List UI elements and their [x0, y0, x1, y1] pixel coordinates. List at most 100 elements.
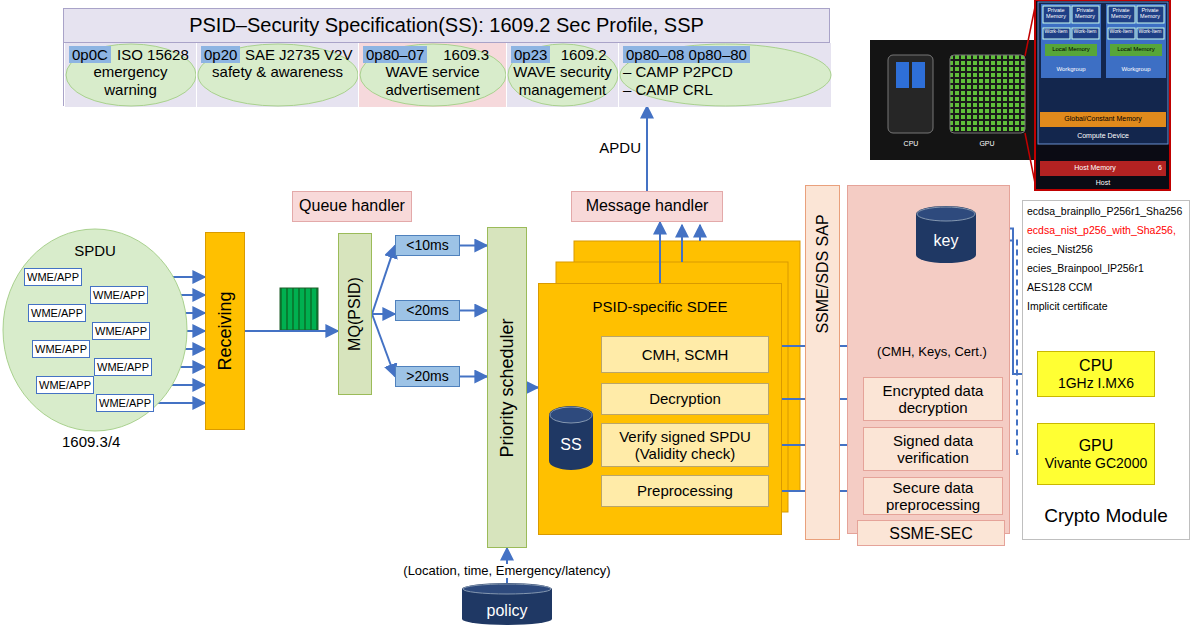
node-text: SSME-SEC: [857, 520, 1005, 546]
node-text: >20ms: [406, 368, 448, 384]
node-text: WME/APP: [95, 325, 147, 338]
node-text: Crypto Module: [1023, 505, 1189, 527]
queue-bar: Priority scheduler: [487, 227, 527, 548]
receiving-bar: Receiving: [205, 232, 245, 430]
node-text: Vivante GC2000: [1045, 455, 1147, 471]
node-text: Message handler: [586, 197, 709, 215]
spdu-ellipse: [66, 44, 196, 106]
database-cylinder: key: [916, 206, 976, 263]
node-text: MQ(PSID): [346, 277, 364, 351]
decor-shape: [870, 40, 1035, 160]
decor-shape: [1108, 6, 1135, 23]
database-cylinder: SS: [549, 406, 593, 470]
node-text: Encrypted data decryption: [868, 382, 998, 417]
label-text: Work-Item: [1110, 29, 1133, 35]
node-text: 1609.2 WAVE security management: [511, 46, 614, 98]
node-text: Preprocessing: [637, 482, 733, 499]
decor-shape: [1137, 28, 1164, 39]
spdu-ellipse: [508, 44, 618, 106]
app-box: WME/APP: [92, 322, 150, 340]
node-text: SAE J2735 V2V safety & awareness: [201, 46, 354, 81]
label-text: (Location, time, Emergency/latency): [401, 564, 612, 578]
node-text: – CAMP CRL: [623, 81, 827, 98]
decor-shape: [699, 225, 701, 241]
node-text: CPU: [1079, 357, 1113, 375]
node-text: WME/APP: [35, 343, 87, 356]
spdu-ellipse: [620, 44, 831, 106]
process-box: Preprocessing: [601, 475, 769, 507]
node-text: 1GHz I.MX6: [1058, 375, 1134, 391]
connector-arrow: [154, 402, 205, 404]
node-text: Verify signed SPDU (Validity check): [606, 428, 764, 463]
decor-shape: [1043, 6, 1070, 23]
node-text: GPU: [1079, 437, 1114, 455]
node-text: WME/APP: [27, 271, 79, 284]
label-text: ecdsa_brainpllo_P256r1_Sha256: [1027, 206, 1182, 218]
gpu-illustration: [870, 0, 1170, 190]
label-text: Host: [1096, 179, 1110, 187]
decor-shape: [1137, 6, 1164, 23]
cylinder-body: [462, 583, 552, 625]
app-box: WME/APP: [90, 286, 148, 304]
database-cylinder: policy: [462, 583, 552, 625]
process-box: Decryption: [601, 383, 769, 415]
connector-arrow: [659, 222, 661, 283]
app-box: WME/APP: [36, 376, 94, 394]
sdee-box: PSID-specific SDEE SS CMH, SCMH DecryptionV…: [538, 283, 782, 535]
psid-cell: 0p20SAE J2735 V2V safety & awareness: [196, 43, 358, 107]
node-text: <20ms: [406, 302, 448, 318]
decor-shape: [1108, 28, 1135, 39]
cylinder-body: [916, 206, 976, 263]
label-text: Private Memory: [1072, 7, 1099, 19]
label-text: Compute Device: [1077, 132, 1129, 140]
decor-shape: [888, 55, 933, 133]
node-text: Signed data verification: [868, 432, 998, 467]
cylinder-top: [917, 207, 975, 221]
label-text: Work-Item: [1045, 29, 1068, 35]
connector-arrow: [245, 330, 338, 332]
node-text: WME/APP: [31, 307, 83, 320]
cylinder-top: [550, 407, 592, 423]
connector-arrow: [372, 246, 395, 315]
node-text: 0p80–07: [363, 46, 427, 63]
node-text: WME/APP: [93, 289, 145, 302]
node-text: PSID-specific SDEE: [539, 298, 781, 315]
label-text: 1609.3/4: [62, 434, 120, 451]
connector-arrow: [460, 310, 487, 312]
decor-shape: [681, 225, 683, 262]
node-text: CMH, SCMH: [642, 346, 729, 363]
label-text: Work-Item: [1074, 29, 1097, 35]
ssme-sec-panel: SSME-SECkeyEncrypted data decryptionSign…: [847, 185, 1010, 534]
decor-shape: [1045, 44, 1097, 56]
node-text: key: [934, 218, 959, 250]
cylinder-body: [549, 406, 593, 470]
label-text: Global/Constant Memory: [1064, 115, 1141, 123]
connector-arrow: [372, 313, 395, 315]
node-text: Receiving: [215, 291, 236, 370]
app-box: WME/APP: [28, 304, 86, 322]
node-text: 0p0C: [69, 46, 111, 63]
node-text: SS: [560, 422, 581, 454]
label-text: ecdsa_nist_p256_with_Sha256,: [1027, 225, 1176, 237]
connector-arrow: [646, 106, 648, 191]
label-text: GPU: [979, 140, 994, 148]
node-text: 0p80–08 0p80–80: [623, 46, 750, 63]
decor-shape: [1110, 44, 1162, 56]
processor-box: CPU1GHz I.MX6: [1037, 351, 1155, 397]
decor-shape: [1041, 4, 1101, 78]
decor-shape: [1040, 161, 1166, 176]
label-text: Private Memory: [1137, 7, 1164, 19]
node-text: WME/APP: [97, 361, 149, 374]
process-box: CMH, SCMH: [601, 336, 769, 373]
node-text: Decryption: [649, 390, 721, 407]
node-text: WME/APP: [39, 379, 91, 392]
decor-shape: [1106, 4, 1166, 78]
app-box: WME/APP: [94, 358, 152, 376]
decor-shape: [1072, 28, 1099, 39]
label-text: AES128 CCM: [1027, 282, 1092, 294]
app-box: WME/APP: [32, 340, 90, 358]
label-text: Work-Item: [1139, 29, 1162, 35]
decor-shape: [1038, 2, 1168, 144]
decor-shape: [896, 62, 909, 88]
psid-cell: 0p80–071609.3 WAVE service advertisement: [358, 43, 506, 107]
